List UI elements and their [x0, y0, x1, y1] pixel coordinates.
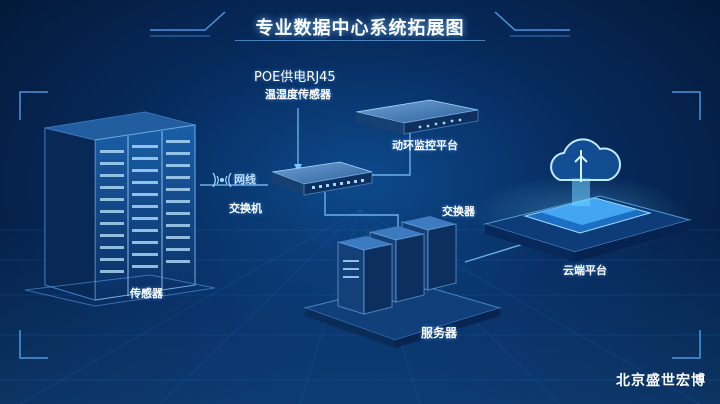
- switch-device: [271, 161, 373, 196]
- monitor-platform-device: [355, 99, 479, 135]
- frame-brackets: [19, 11, 701, 359]
- label-monitor-platform: 动环监控平台: [392, 139, 458, 152]
- brand-name: 北京盛世宏博: [616, 373, 706, 389]
- page-title: 专业数据中心系统拓展图: [255, 18, 465, 39]
- server-tower-1: [337, 236, 393, 315]
- title-underline: [235, 10, 485, 41]
- line-switch-to-monitor: [370, 128, 411, 176]
- label-cloud-platform: 云端平台: [563, 264, 607, 277]
- server-group: [303, 216, 502, 348]
- label-network-cable: 网线: [234, 173, 256, 186]
- label-switch-right: 交换器: [442, 205, 475, 218]
- label-server: 服务器: [421, 326, 458, 340]
- label-poe-power: POE供电RJ45: [254, 70, 336, 85]
- label-sensor: 传感器: [130, 287, 163, 300]
- label-temp-humidity-sensor: 温湿度传感器: [265, 88, 331, 101]
- cloud-icon: [550, 138, 621, 182]
- label-switch-left: 交换机: [229, 202, 262, 215]
- sensor-rack: [24, 111, 216, 307]
- line-switch-to-servers: [324, 192, 399, 228]
- cloud-platform: [470, 138, 692, 262]
- wifi-signal-icon: [212, 172, 232, 188]
